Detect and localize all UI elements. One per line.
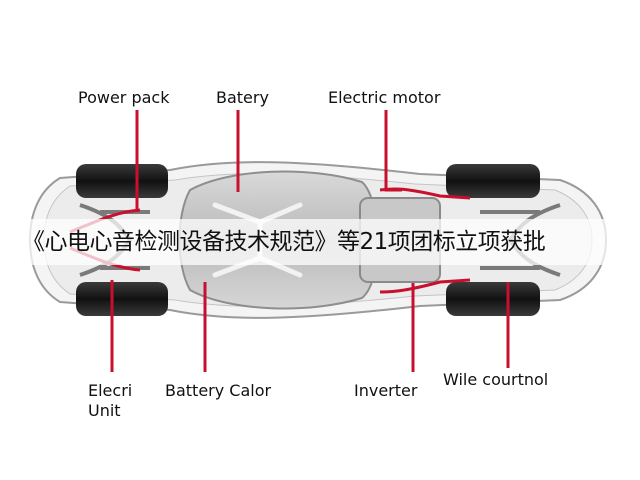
title-banner <box>0 219 640 265</box>
banner-title: 《心电心音检测设备技术规范》等21项团标立项获批 <box>22 229 546 255</box>
label-wile-control: Wile courtnol <box>443 370 549 389</box>
label-ecu-line2: Unit <box>88 401 121 420</box>
leader-electric-motor <box>384 110 402 192</box>
label-power-pack: Power pack <box>78 88 170 107</box>
tire-rear-left <box>446 164 540 198</box>
tire-front-right <box>76 282 168 316</box>
label-battery-calor: Battery Calor <box>165 381 272 400</box>
label-electric-motor: Electric motor <box>328 88 441 107</box>
tire-front-left <box>76 164 168 198</box>
label-inverter: Inverter <box>354 381 418 400</box>
tire-rear-right <box>446 282 540 316</box>
label-ecu-line1: Elecri <box>88 381 133 400</box>
label-battery-top: Batery <box>216 88 269 107</box>
